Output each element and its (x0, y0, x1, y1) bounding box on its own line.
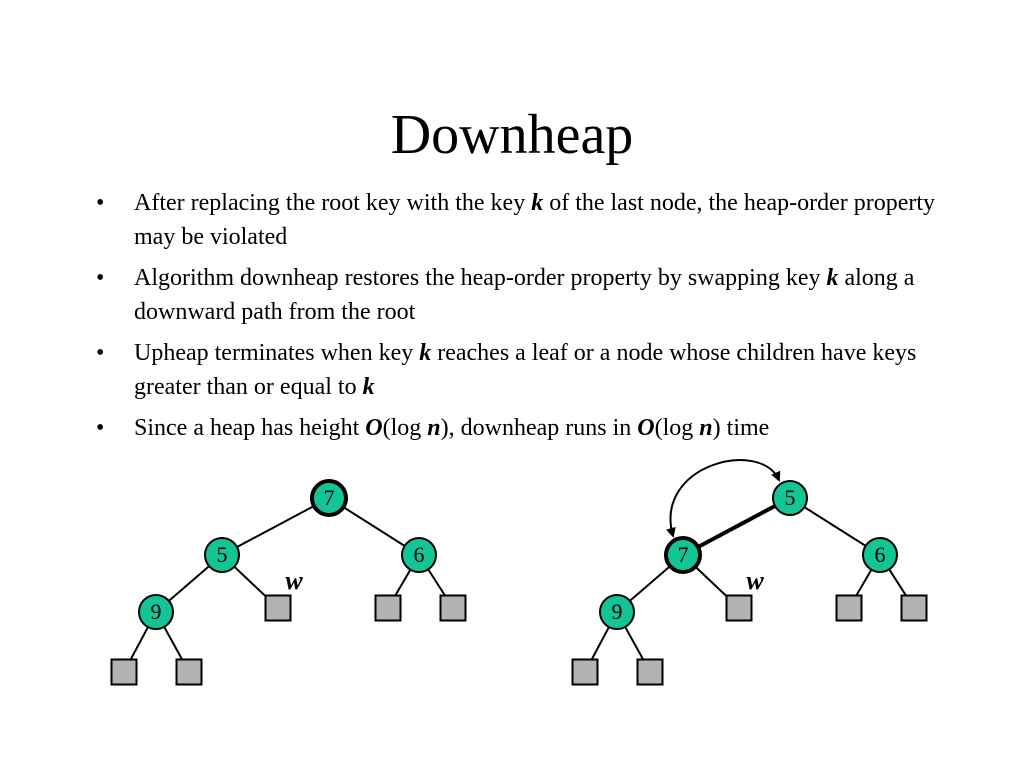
bullet-item: • Upheap terminates when key k reaches a … (96, 336, 976, 404)
bullet-variable: k (419, 340, 432, 366)
external-leaf-node (110, 658, 138, 686)
heap-node (138, 594, 174, 630)
heap-node-key: 7 (678, 542, 689, 567)
bullet-variable: n (427, 415, 441, 441)
external-leaf-node (725, 594, 753, 622)
bullet-marker: • (96, 265, 105, 291)
external-leaf-node (571, 658, 599, 686)
bullet-text: ), downheap runs in (440, 415, 638, 441)
bullet-text: ) time (712, 415, 770, 441)
heap-node-key: 7 (324, 485, 335, 510)
heap-diagram: 7 5 6 9 w 5 7 6 9 w (110, 459, 928, 686)
last-node-label: w (746, 566, 764, 595)
bullet-text: Algorithm downheap restores the heap-ord… (134, 265, 827, 291)
external-leaf-node (175, 658, 203, 686)
heap-node-key: 6 (414, 542, 425, 567)
bullet-item: •Since a heap has height O(log n), downh… (96, 411, 976, 445)
heap-node-key: 6 (875, 542, 886, 567)
bullet-list: • After replacing the root key with the k… (96, 186, 976, 452)
bullet-variable: k (362, 374, 375, 400)
bullet-text: (log (382, 415, 428, 441)
bullet-item: • Algorithm downheap restores the heap-or… (96, 261, 976, 329)
swap-arrow (666, 459, 781, 538)
bullet-marker: • (96, 415, 105, 441)
last-node-label: w (285, 566, 303, 595)
bullet-text: Upheap terminates when key (134, 340, 420, 366)
highlighted-heap-node (664, 536, 702, 574)
bullet-text: (log (654, 415, 700, 441)
highlighted-heap-node (310, 479, 348, 517)
bullet-marker: • (96, 340, 105, 366)
bullet-marker: • (96, 190, 105, 216)
heap-node-key: 9 (612, 599, 623, 624)
bullet-text: along a downward path from the root (134, 265, 915, 325)
bullet-text: of the last node, the heap-order propert… (134, 190, 936, 250)
heap-node-key: 5 (217, 542, 228, 567)
bullet-text: reaches a leaf or a node whose children … (134, 340, 917, 400)
heap-node (599, 594, 635, 630)
bullet-item: • After replacing the root key with the k… (96, 186, 976, 254)
bullet-text: After replacing the root key with the ke… (134, 190, 532, 216)
external-leaf-node (835, 594, 863, 622)
bullet-variable: n (699, 415, 713, 441)
external-leaf-node (374, 594, 402, 622)
external-leaf-node (439, 594, 467, 622)
bullet-text: Since a heap has height (134, 415, 366, 441)
heap-node-key: 5 (785, 485, 796, 510)
bullet-variable: O (637, 415, 655, 441)
heap-node (204, 537, 240, 573)
external-leaf-node (636, 658, 664, 686)
heap-node (401, 537, 437, 573)
slide-title: Downheap (390, 104, 634, 166)
bullet-variable: k (531, 190, 544, 216)
external-leaf-node (264, 594, 292, 622)
bullet-variable: k (826, 265, 839, 291)
heap-node-key: 9 (151, 599, 162, 624)
external-leaf-node (900, 594, 928, 622)
heap-node (862, 537, 898, 573)
tree-edge (221, 497, 330, 556)
bullet-variable: O (365, 415, 383, 441)
